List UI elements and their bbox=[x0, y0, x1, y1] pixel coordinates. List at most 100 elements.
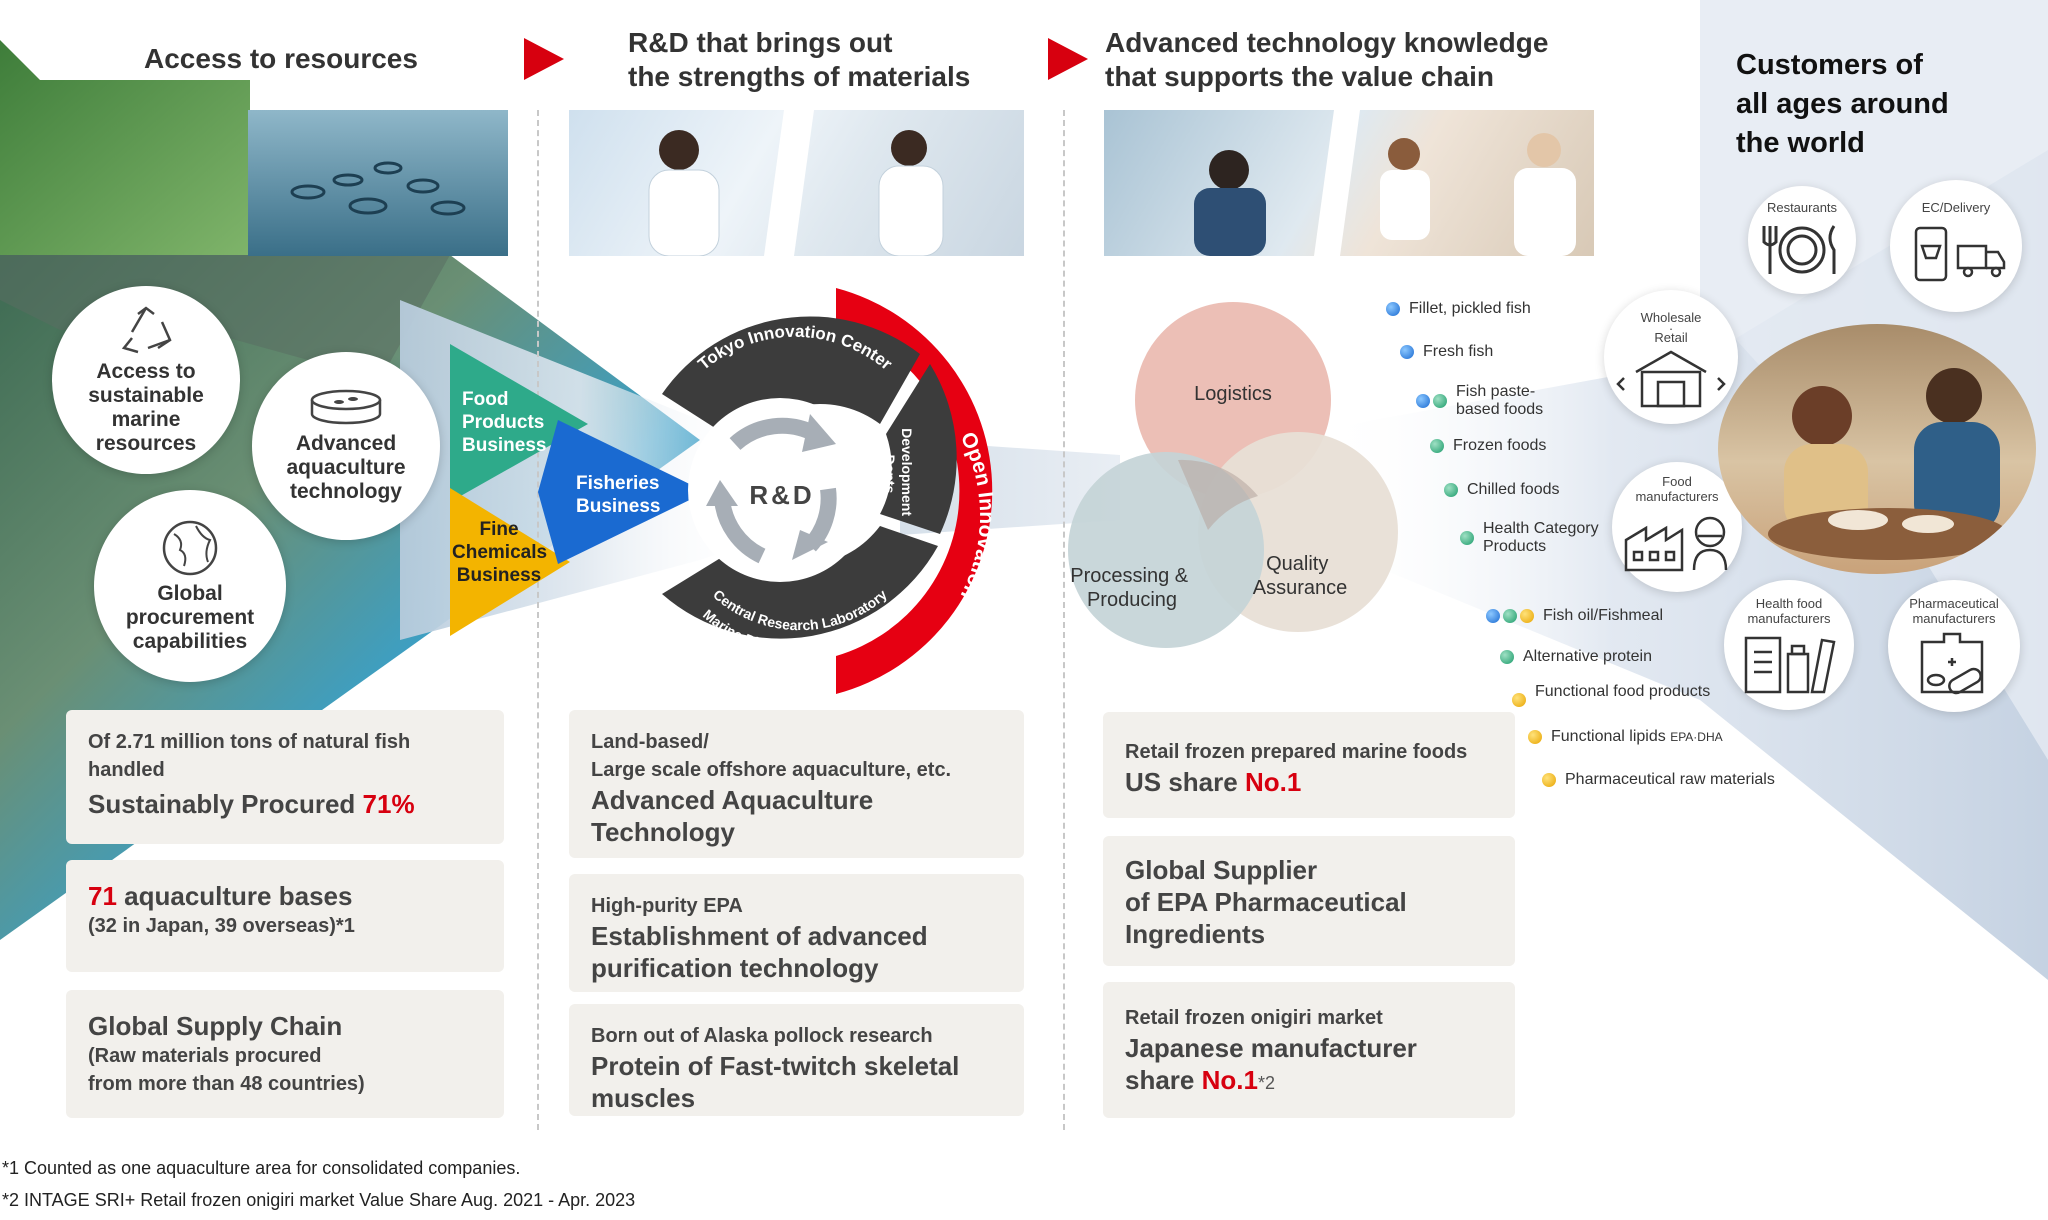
globe-icon bbox=[162, 520, 218, 576]
box-sub-line: High-purity EPA bbox=[591, 895, 743, 917]
circle-label-line: aquaculture bbox=[286, 456, 406, 479]
wholesale-retail-circle: Wholesale · Retail bbox=[1604, 290, 1738, 424]
circle-label-line: procurement bbox=[125, 606, 255, 629]
blue-dot-icon bbox=[1400, 345, 1414, 359]
segment-label-line: Food bbox=[462, 389, 509, 410]
product-item: Frozen foods bbox=[1430, 437, 1546, 455]
circle-label-line: sustainable marine bbox=[88, 384, 204, 431]
box-main-text: share bbox=[1125, 1065, 1202, 1095]
box-main-line: 71 aquaculture bases bbox=[88, 880, 482, 912]
box-highlight-value: 71 bbox=[88, 881, 117, 911]
circle-label-line: technology bbox=[289, 480, 402, 503]
box-main-line: Global Supply Chain bbox=[88, 1011, 343, 1041]
product-item: Functional food products bbox=[1512, 677, 1710, 707]
product-label-small: EPA·DHA bbox=[1670, 730, 1723, 744]
box-main-line: Establishment of advanced bbox=[591, 921, 928, 951]
business-segments bbox=[450, 344, 706, 636]
segment-label-line: Business bbox=[576, 496, 661, 517]
product-label: Fillet, pickled fish bbox=[1409, 300, 1531, 317]
product-item: Chilled foods bbox=[1444, 481, 1560, 499]
product-item: Fish paste- based foods bbox=[1416, 383, 1543, 419]
product-label: Alternative protein bbox=[1523, 648, 1652, 665]
segment-label-line: Products bbox=[462, 412, 545, 433]
footnote-1: *1 Counted as one aquaculture area for c… bbox=[2, 1158, 521, 1178]
customers-title-line1: Customers of bbox=[1736, 49, 1923, 81]
food-manufacturers-circle: Food manufacturers bbox=[1612, 462, 1742, 592]
product-item: Fresh fish bbox=[1400, 343, 1493, 361]
customer-label: manufacturers bbox=[1635, 489, 1719, 504]
column-title-tech-line1: Advanced technology knowledge bbox=[1105, 27, 1549, 58]
box-main-line: share No.1*2 bbox=[1125, 1064, 1493, 1099]
epa-supplier-box: Global Supplier of EPA Pharmaceutical In… bbox=[1103, 836, 1515, 966]
box-main-line: Japanese manufacturer bbox=[1125, 1033, 1417, 1063]
circle-label-line: Advanced bbox=[295, 432, 397, 455]
development-depts-segment bbox=[880, 364, 957, 534]
product-label: Pharmaceutical raw materials bbox=[1565, 771, 1775, 788]
circle-label-line: Global bbox=[157, 582, 223, 605]
tokyo-innovation-center-segment bbox=[662, 316, 920, 444]
phone-delivery-icon bbox=[1914, 226, 2006, 282]
food-products-business-shape bbox=[450, 344, 588, 502]
green-dot-icon bbox=[1500, 650, 1514, 664]
column-title-resources: Access to resources bbox=[144, 43, 418, 74]
rd-center-label: R&D bbox=[749, 480, 814, 510]
box-main-line: Protein of Fast-twitch skeletal bbox=[591, 1051, 960, 1081]
blue-dot-icon bbox=[1486, 609, 1500, 623]
box-highlight-value: No.1 bbox=[1201, 1065, 1258, 1095]
column-title-rd: R&D that brings out the strengths of mat… bbox=[628, 26, 970, 94]
yellow-dot-icon bbox=[1512, 693, 1526, 707]
box-sub-line: Retail frozen onigiri market bbox=[1125, 1007, 1383, 1029]
product-item: Pharmaceutical raw materials bbox=[1542, 771, 1775, 789]
column-title-tech-line2: that supports the value chain bbox=[1105, 61, 1494, 92]
box-sub-line: (32 in Japan, 39 overseas)*1 bbox=[88, 915, 355, 937]
sustainable-resources-circle: Access to sustainable marine resources bbox=[52, 286, 240, 474]
customer-label: Pharmaceutical bbox=[1909, 596, 1999, 611]
yellow-dot-icon bbox=[1520, 609, 1534, 623]
blue-dot-icon bbox=[1386, 302, 1400, 316]
column-divider bbox=[1063, 110, 1065, 1130]
processing-producing-label: Processing & Producing bbox=[1070, 565, 1193, 611]
play-arrow-icon bbox=[1048, 38, 1088, 80]
box-sub-line: Large scale offshore aquaculture, etc. bbox=[591, 759, 952, 781]
box-main-text: Sustainably Procured bbox=[88, 789, 363, 819]
product-item: Fish oil/Fishmeal bbox=[1486, 607, 1663, 625]
box-main-line: Technology bbox=[591, 817, 735, 847]
customer-label: manufacturers bbox=[1912, 611, 1996, 626]
box-main-text: US share bbox=[1125, 767, 1245, 797]
fish-farm-icon bbox=[310, 389, 382, 425]
box-highlight-value: No.1 bbox=[1244, 767, 1302, 797]
pharmaceutical-manufacturers-circle: Pharmaceutical manufacturers bbox=[1888, 580, 2020, 712]
product-label: Chilled foods bbox=[1467, 481, 1560, 498]
product-label-line: based foods bbox=[1456, 401, 1544, 418]
sustainable-procurement-box: Of 2.71 million tons of natural fish han… bbox=[66, 710, 504, 844]
global-procurement-circle: Global procurement capabilities bbox=[94, 490, 286, 682]
open-innovation-arc bbox=[836, 288, 993, 694]
development-depts-label: Development Depts bbox=[882, 428, 915, 520]
fisheries-business-label: Fisheries Business bbox=[576, 472, 660, 518]
box-main-line: US share No.1 bbox=[1125, 766, 1493, 798]
blue-dot-icon bbox=[1416, 394, 1430, 408]
customer-label: Wholesale bbox=[1640, 310, 1702, 325]
product-label: Functional food products bbox=[1535, 683, 1711, 700]
laboratory-photo bbox=[569, 110, 1024, 256]
customers-title-line3: the world bbox=[1736, 127, 1865, 159]
box-sub-line: Born out of Alaska pollock research bbox=[591, 1025, 933, 1047]
store-icon bbox=[1616, 350, 1726, 408]
fine-chemicals-business-shape bbox=[450, 488, 570, 636]
green-dot-icon bbox=[1444, 483, 1458, 497]
product-item: Fillet, pickled fish bbox=[1386, 300, 1531, 318]
product-label: Fish paste- based foods bbox=[1456, 383, 1543, 419]
box-main-line: Global Supplier bbox=[1125, 855, 1318, 885]
green-dot-icon bbox=[1460, 531, 1474, 545]
box-main-line: Ingredients bbox=[1125, 919, 1266, 949]
customers-title-line2: all ages around bbox=[1736, 88, 1949, 120]
box-footnote-ref: *2 bbox=[1257, 1073, 1275, 1093]
segment-label-line: Fisheries bbox=[576, 473, 660, 494]
logistics-label: Logistics bbox=[1194, 383, 1272, 405]
customer-label: EC/Delivery bbox=[1921, 200, 1991, 215]
green-dot-icon bbox=[1503, 609, 1517, 623]
segment-label-line: Business bbox=[462, 435, 547, 456]
box-main-line: Sustainably Procured 71% bbox=[88, 788, 482, 820]
column-title-tech: Advanced technology knowledge that suppo… bbox=[1105, 26, 1548, 94]
advanced-aquaculture-box: Land-based/ Large scale offshore aquacul… bbox=[569, 710, 1024, 858]
